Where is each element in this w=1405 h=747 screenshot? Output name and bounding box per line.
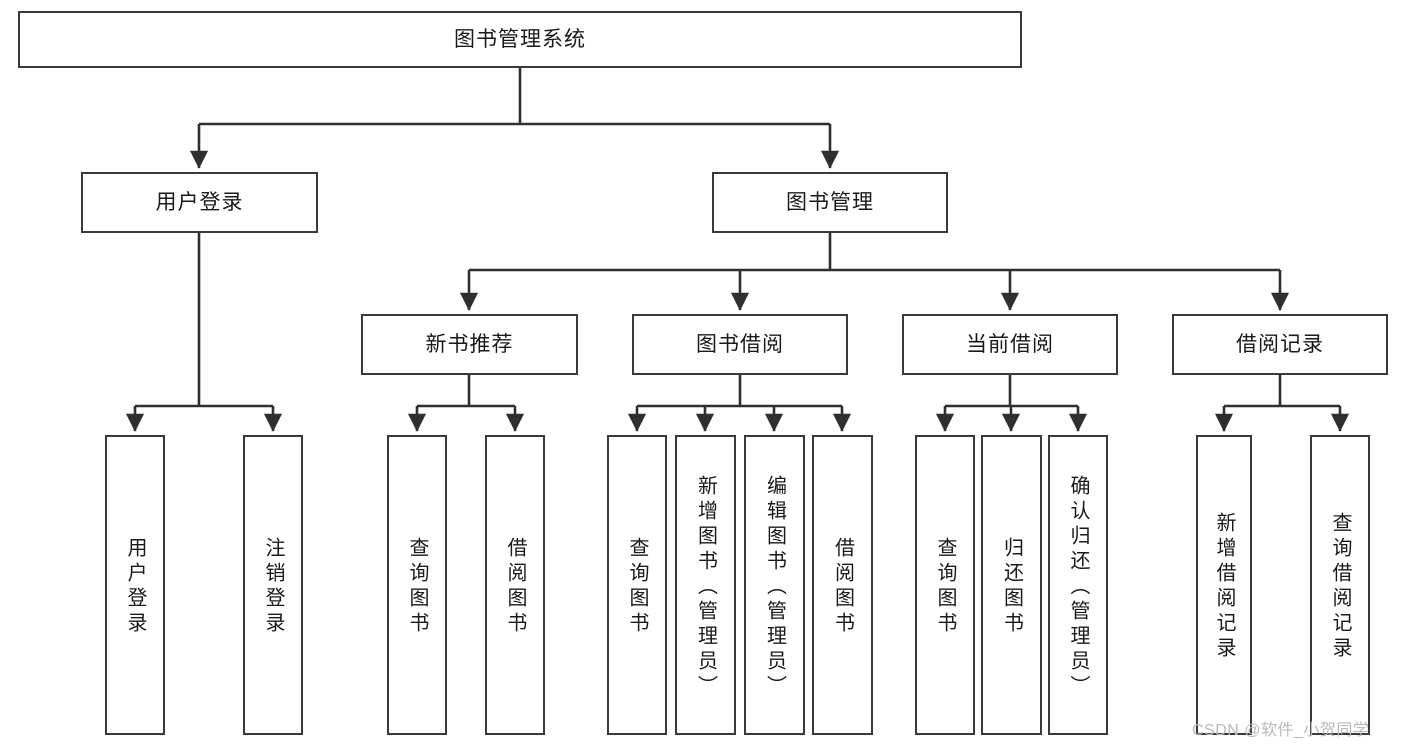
- node-leaf-borrow-book-rec-label: 借阅图书: [504, 537, 526, 637]
- node-leaf-add-record[interactable]: 新增借阅记录: [1196, 435, 1252, 735]
- node-leaf-confirm-return-label: 确认归还（管理员）: [1067, 474, 1089, 700]
- node-leaf-user-login-label: 用户登录: [124, 537, 146, 637]
- node-leaf-return-book[interactable]: 归还图书: [981, 435, 1042, 735]
- node-leaf-user-logout[interactable]: 注销登录: [243, 435, 303, 735]
- node-leaf-query-book-cur-label: 查询图书: [934, 537, 956, 637]
- node-leaf-edit-book[interactable]: 编辑图书（管理员）: [744, 435, 805, 735]
- node-leaf-borrow-book-bor-label: 借阅图书: [831, 537, 854, 637]
- node-borrow-record-label: 借阅记录: [1236, 332, 1324, 356]
- node-leaf-query-book-bor-label: 查询图书: [626, 537, 648, 637]
- node-new-book-recommend[interactable]: 新书推荐: [361, 314, 578, 375]
- node-user-login-label: 用户登录: [155, 190, 244, 214]
- node-leaf-user-login[interactable]: 用户登录: [105, 435, 165, 735]
- node-leaf-borrow-book-rec[interactable]: 借阅图书: [485, 435, 545, 735]
- node-leaf-confirm-return[interactable]: 确认归还（管理员）: [1048, 435, 1108, 735]
- node-user-login[interactable]: 用户登录: [81, 172, 318, 233]
- node-root-label: 图书管理系统: [454, 27, 586, 51]
- node-book-management-label: 图书管理: [786, 190, 874, 214]
- node-borrow-record[interactable]: 借阅记录: [1172, 314, 1388, 375]
- node-leaf-query-book-cur[interactable]: 查询图书: [915, 435, 975, 735]
- node-leaf-add-record-label: 新增借阅记录: [1213, 512, 1235, 662]
- node-leaf-query-record-label: 查询借阅记录: [1329, 512, 1351, 662]
- node-root[interactable]: 图书管理系统: [18, 11, 1022, 68]
- node-leaf-query-book-bor[interactable]: 查询图书: [607, 435, 667, 735]
- node-leaf-user-logout-label: 注销登录: [262, 537, 284, 637]
- node-book-borrow[interactable]: 图书借阅: [632, 314, 848, 375]
- node-leaf-add-book[interactable]: 新增图书（管理员）: [675, 435, 736, 735]
- node-current-borrow-label: 当前借阅: [966, 332, 1054, 356]
- watermark: CSDN @软件_小贺同学: [1192, 722, 1370, 739]
- node-leaf-query-book-rec[interactable]: 查询图书: [387, 435, 447, 735]
- node-leaf-edit-book-label: 编辑图书（管理员）: [763, 474, 786, 700]
- node-new-book-recommend-label: 新书推荐: [425, 332, 514, 356]
- node-leaf-return-book-label: 归还图书: [1000, 537, 1023, 637]
- node-current-borrow[interactable]: 当前借阅: [902, 314, 1118, 375]
- node-leaf-query-record[interactable]: 查询借阅记录: [1310, 435, 1370, 735]
- node-leaf-query-book-rec-label: 查询图书: [406, 537, 428, 637]
- node-leaf-borrow-book-bor[interactable]: 借阅图书: [812, 435, 873, 735]
- node-book-borrow-label: 图书借阅: [696, 332, 784, 356]
- node-book-management[interactable]: 图书管理: [712, 172, 948, 233]
- node-leaf-add-book-label: 新增图书（管理员）: [694, 474, 717, 700]
